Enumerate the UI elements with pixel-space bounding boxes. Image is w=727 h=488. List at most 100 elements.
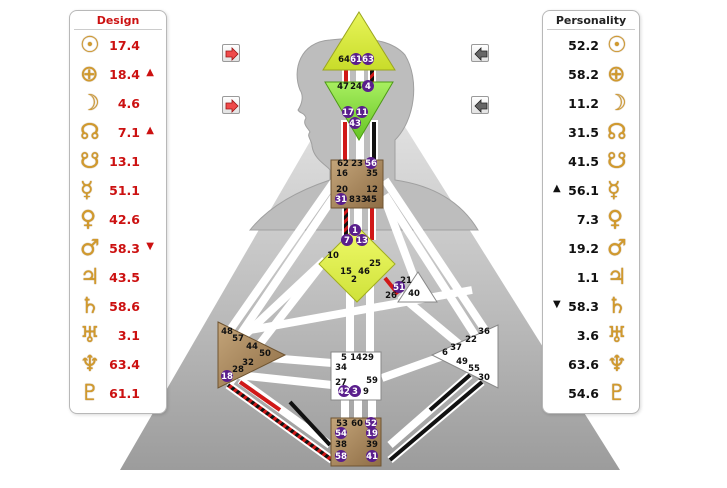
gate-11[interactable]: 11 xyxy=(356,108,368,118)
gate-51[interactable]: 51 xyxy=(393,283,405,293)
head-center[interactable] xyxy=(322,11,396,71)
gate-15[interactable]: 15 xyxy=(340,267,352,277)
gate-50[interactable]: 50 xyxy=(259,349,271,359)
gate-55[interactable]: 55 xyxy=(468,364,480,374)
gate-34[interactable]: 34 xyxy=(335,363,347,373)
gate-48[interactable]: 48 xyxy=(221,327,233,337)
gate-activation-marker xyxy=(335,427,347,439)
gate-41[interactable]: 41 xyxy=(366,452,378,462)
fixation-arrow-icon: ▲ xyxy=(553,183,561,194)
personality-prev-button[interactable] xyxy=(471,44,489,62)
personality-row: ☿56.1▲ xyxy=(543,176,639,204)
gate-14[interactable]: 14 xyxy=(350,353,362,363)
gate-28[interactable]: 28 xyxy=(232,365,244,375)
gate-43[interactable]: 43 xyxy=(349,119,361,129)
gate-10[interactable]: 10 xyxy=(327,251,339,261)
fixation-arrow-icon: ▼ xyxy=(553,299,561,310)
gate-21[interactable]: 21 xyxy=(400,276,412,286)
gate-54[interactable]: 54 xyxy=(335,429,347,439)
gate-59[interactable]: 59 xyxy=(366,376,378,386)
arrow-right-icon xyxy=(225,99,239,113)
personality-row: ♄58.3▼ xyxy=(543,292,639,320)
design-row: ♀42.6 xyxy=(70,205,166,233)
gate-27[interactable]: 27 xyxy=(335,378,347,388)
gate-53[interactable]: 53 xyxy=(336,419,348,429)
design-row: ☊7.1▲ xyxy=(70,118,166,146)
g-center[interactable] xyxy=(318,225,396,303)
gate-52[interactable]: 52 xyxy=(365,419,377,429)
gate-30[interactable]: 30 xyxy=(478,373,490,383)
gate-31[interactable]: 31 xyxy=(335,195,347,205)
personality-prev-2-button[interactable] xyxy=(471,96,489,114)
gate-20[interactable]: 20 xyxy=(336,185,348,195)
gate-17[interactable]: 17 xyxy=(342,108,354,118)
gate-60[interactable]: 60 xyxy=(351,419,363,429)
gate-47[interactable]: 47 xyxy=(337,82,349,92)
personality-row: ♂19.2 xyxy=(543,234,639,262)
design-next-2-button[interactable] xyxy=(222,96,240,114)
design-title: Design xyxy=(74,11,162,30)
gate-42[interactable]: 42 xyxy=(338,387,350,397)
design-gate-line-value: 42.6 xyxy=(109,212,140,227)
gate-13[interactable]: 13 xyxy=(356,236,368,246)
gate-64[interactable]: 64 xyxy=(338,55,350,65)
gate-57[interactable]: 57 xyxy=(232,334,244,344)
gate-38[interactable]: 38 xyxy=(335,440,347,450)
solar-plexus-center[interactable] xyxy=(430,324,499,389)
jupiter-icon: ♃ xyxy=(80,265,100,290)
gate-12[interactable]: 12 xyxy=(366,185,378,195)
gate-61[interactable]: 61 xyxy=(350,55,362,65)
gate-32[interactable]: 32 xyxy=(242,358,254,368)
gate-4[interactable]: 4 xyxy=(365,82,371,92)
gate-58[interactable]: 58 xyxy=(335,452,347,462)
gate-35[interactable]: 35 xyxy=(366,169,378,179)
design-gate-line-value: 51.1 xyxy=(109,183,140,198)
gate-2[interactable]: 2 xyxy=(351,275,357,285)
gate-activation-marker xyxy=(349,385,361,397)
personality-gate-line-value: 3.6 xyxy=(576,328,599,343)
gate-24[interactable]: 24 xyxy=(350,82,362,92)
gate-activation-marker xyxy=(349,117,361,129)
saturn-icon: ♄ xyxy=(607,294,627,319)
personality-gate-line-value: 7.3 xyxy=(576,212,599,227)
gate-3[interactable]: 3 xyxy=(352,387,358,397)
ego-center[interactable] xyxy=(397,271,438,303)
gate-39[interactable]: 39 xyxy=(366,440,378,450)
gate-36[interactable]: 36 xyxy=(478,327,490,337)
gate-63[interactable]: 63 xyxy=(362,55,374,65)
design-next-button[interactable] xyxy=(222,44,240,62)
gate-1[interactable]: 1 xyxy=(352,226,358,236)
spleen-center[interactable] xyxy=(217,321,287,389)
personality-row: ☉52.2 xyxy=(543,31,639,59)
gate-18[interactable]: 18 xyxy=(221,372,233,382)
gate-44[interactable]: 44 xyxy=(246,342,258,352)
gate-23[interactable]: 23 xyxy=(351,159,363,169)
gate-37[interactable]: 37 xyxy=(450,343,462,353)
gate-7[interactable]: 7 xyxy=(344,236,350,246)
gate-29[interactable]: 29 xyxy=(362,353,374,363)
gate-26[interactable]: 26 xyxy=(385,291,397,301)
personality-gate-line-value: 11.2 xyxy=(568,96,599,111)
gate-activation-marker xyxy=(365,157,377,169)
arrow-left-icon xyxy=(474,99,488,113)
pluto-icon: ♇ xyxy=(80,381,100,406)
earth-icon: ⊕ xyxy=(607,62,626,87)
gate-activation-marker xyxy=(362,80,374,92)
gate-5[interactable]: 5 xyxy=(341,353,347,363)
gate-45[interactable]: 45 xyxy=(365,195,377,205)
gate-46[interactable]: 46 xyxy=(358,267,370,277)
gate-33[interactable]: 33 xyxy=(355,195,367,205)
gate-8[interactable]: 8 xyxy=(349,195,355,205)
gate-19[interactable]: 19 xyxy=(366,429,378,439)
gate-40[interactable]: 40 xyxy=(408,289,420,299)
design-row: ♄58.6 xyxy=(70,292,166,320)
gate-16[interactable]: 16 xyxy=(336,169,348,179)
personality-gate-line-value: 19.2 xyxy=(568,241,599,256)
gate-9[interactable]: 9 xyxy=(363,387,369,397)
gate-6[interactable]: 6 xyxy=(442,348,448,358)
gate-56[interactable]: 56 xyxy=(365,159,377,169)
gate-22[interactable]: 22 xyxy=(465,335,477,345)
gate-25[interactable]: 25 xyxy=(369,259,381,269)
gate-49[interactable]: 49 xyxy=(456,357,468,367)
gate-62[interactable]: 62 xyxy=(337,159,349,169)
